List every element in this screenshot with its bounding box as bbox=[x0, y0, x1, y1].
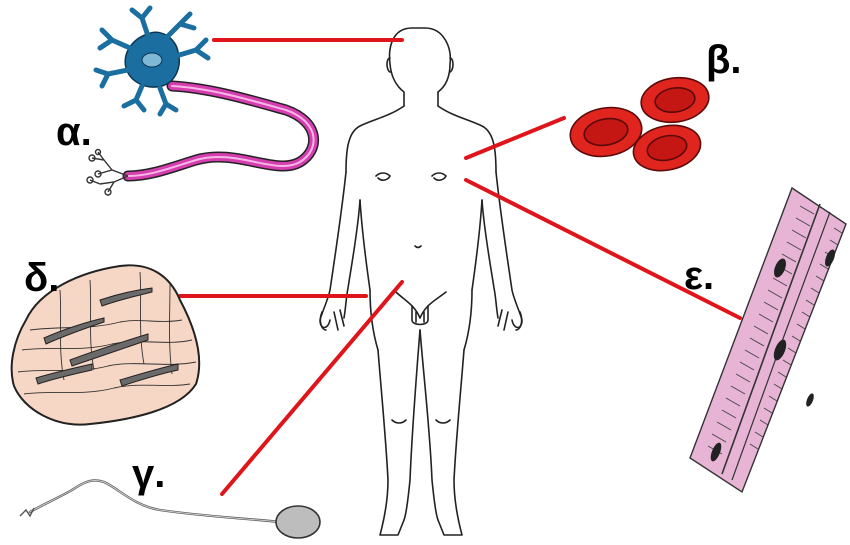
label-epsilon: ε. bbox=[684, 256, 714, 296]
label-gamma: γ. bbox=[132, 454, 165, 494]
muscle-fibres-illustration bbox=[690, 188, 846, 492]
neuron-illustration bbox=[87, 8, 314, 195]
sperm-cell-illustration bbox=[20, 480, 320, 538]
connector-red-blood-cells bbox=[466, 118, 564, 158]
label-delta: δ. bbox=[24, 258, 59, 298]
human-body-outline bbox=[320, 28, 522, 535]
label-alpha: α. bbox=[56, 112, 92, 152]
label-beta: β. bbox=[706, 40, 742, 80]
red-blood-cells-illustration bbox=[566, 73, 711, 176]
connector-sperm bbox=[222, 282, 402, 494]
